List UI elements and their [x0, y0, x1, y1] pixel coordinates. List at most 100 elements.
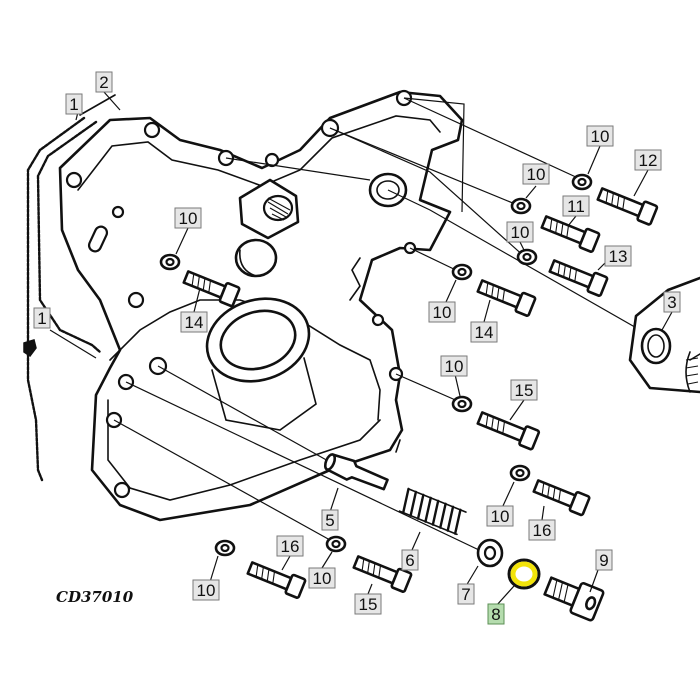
callout-label: 10	[591, 127, 610, 146]
callout-16-a: 16	[528, 519, 556, 541]
capscrew-13	[548, 259, 609, 297]
callout-layer: 2111014101210111013310141015101656789161…	[33, 71, 681, 625]
callout-box	[528, 519, 556, 541]
callout-10-e: 10	[428, 301, 456, 323]
callout-10-b: 10	[586, 125, 614, 147]
callout-box	[486, 505, 514, 527]
callout-10-i: 10	[308, 567, 336, 589]
callout-14-a: 14	[180, 311, 208, 333]
callout-box	[586, 125, 614, 147]
callout-10-c: 10	[522, 163, 550, 185]
callout-box	[510, 379, 538, 401]
callout-label: 11	[567, 197, 585, 216]
capscrew-15-b	[352, 555, 413, 593]
capscrew-14-b	[476, 279, 537, 317]
callout-box	[180, 311, 208, 333]
callout-box	[470, 321, 498, 343]
capscrew-16-a	[532, 479, 591, 517]
callout-label: 10	[445, 357, 464, 376]
valve-ring-8-highlighted	[507, 558, 541, 590]
callout-box	[487, 603, 505, 625]
washer-10-g	[509, 464, 531, 482]
callout-label: 16	[281, 537, 300, 556]
callout-label: 12	[639, 151, 658, 170]
callout-10-g: 10	[486, 505, 514, 527]
callout-label: 10	[511, 223, 530, 242]
dowel-pin	[23, 339, 37, 358]
callout-box	[33, 307, 51, 329]
washer-10-i	[325, 535, 347, 553]
callout-label: 10	[179, 209, 198, 228]
valve-plug-9	[543, 576, 605, 622]
callout-box	[174, 207, 202, 229]
callout-7: 7	[457, 583, 475, 605]
capscrew-16-b	[246, 561, 307, 599]
callout-box	[595, 549, 613, 571]
callout-box	[663, 291, 681, 313]
callout-box	[634, 149, 662, 171]
callout-box	[506, 221, 534, 243]
callout-box	[428, 301, 456, 323]
callout-label: 9	[599, 551, 608, 570]
callout-2: 2	[95, 71, 113, 93]
callout-14-b: 14	[470, 321, 498, 343]
callout-box	[354, 593, 382, 615]
callout-label: 15	[515, 381, 534, 400]
callout-box	[95, 71, 113, 93]
capscrew-12	[596, 187, 659, 226]
capscrew-15-a	[476, 411, 541, 451]
callout-label: 14	[475, 323, 494, 342]
callout-label: 7	[461, 585, 470, 604]
timing-gear-cover	[58, 89, 464, 522]
callout-label: 1	[69, 95, 78, 114]
capscrew-11	[540, 215, 601, 253]
callout-label: 10	[491, 507, 510, 526]
callout-1-left: 1	[33, 307, 51, 329]
valve-washer-7	[476, 538, 504, 568]
washer-10-d	[516, 248, 538, 266]
callout-label: 10	[197, 581, 216, 600]
callout-leader-lines	[49, 91, 673, 607]
callout-label: 8	[491, 605, 500, 624]
washer-10-a	[159, 253, 181, 271]
callout-box	[562, 195, 590, 217]
callout-label: 10	[313, 569, 332, 588]
callout-10-h: 10	[192, 579, 220, 601]
callout-9: 9	[595, 549, 613, 571]
callout-13: 13	[604, 245, 632, 267]
capscrew-14-a	[182, 270, 241, 308]
callout-box	[401, 549, 419, 571]
callout-10-f: 10	[440, 355, 468, 377]
callout-label: 1	[37, 309, 46, 328]
callout-label: 10	[433, 303, 452, 322]
callout-1-top: 1	[65, 93, 83, 115]
callout-15-a: 15	[510, 379, 538, 401]
callout-label: 13	[609, 247, 628, 266]
callout-box	[440, 355, 468, 377]
callout-label: 6	[405, 551, 414, 570]
washer-10-c	[510, 197, 532, 215]
callout-box	[308, 567, 336, 589]
callout-box	[276, 535, 304, 557]
callout-5: 5	[321, 509, 339, 531]
valve-plunger-5	[323, 453, 389, 491]
callout-11: 11	[562, 195, 590, 217]
callout-box	[321, 509, 339, 531]
washer-10-h	[214, 539, 236, 557]
washer-10-f	[451, 395, 473, 413]
callout-3: 3	[663, 291, 681, 313]
callout-10-d: 10	[506, 221, 534, 243]
callout-box	[604, 245, 632, 267]
callout-12: 12	[634, 149, 662, 171]
callout-6: 6	[401, 549, 419, 571]
callout-label: 15	[359, 595, 378, 614]
callout-16-b: 16	[276, 535, 304, 557]
callout-8: 8	[487, 603, 505, 625]
part-3-housing	[628, 276, 700, 394]
callout-label: 16	[533, 521, 552, 540]
valve-spring-6	[398, 487, 467, 536]
hardware	[159, 173, 659, 599]
callout-box	[457, 583, 475, 605]
callout-label: 3	[667, 293, 676, 312]
